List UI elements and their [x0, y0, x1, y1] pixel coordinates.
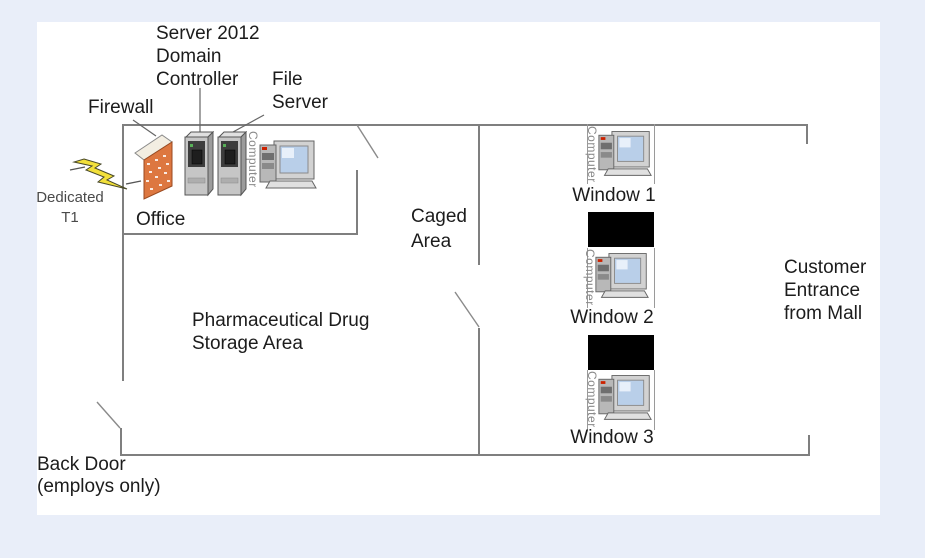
office-computer-icon	[259, 140, 317, 189]
window3-right-jamb	[654, 370, 655, 430]
dedicated-t1-line1: Dedicated	[36, 189, 104, 206]
customer-entrance-line1: Customer	[784, 257, 867, 278]
customer-entrance-line3: from Mall	[784, 303, 863, 324]
caged-area-wall-upper	[478, 124, 480, 265]
office-bottom-wall	[122, 233, 358, 235]
back-door-line2: (employs only)	[37, 476, 161, 497]
caged-area-label: Caged Area	[411, 204, 467, 254]
storage-area-line2: Storage Area	[192, 333, 303, 354]
window1-computer-icon	[598, 131, 652, 176]
customer-entrance-label: Customer Entrance from Mall	[784, 256, 866, 325]
wall-block-between-window1-window2	[588, 212, 654, 247]
office-right-wall	[356, 170, 358, 234]
window1-computer-caption: Computer	[585, 126, 599, 183]
dedicated-t1-line2: T1	[61, 209, 79, 226]
firewall-label: Firewall	[88, 97, 154, 118]
window3-computer-caption: Computer	[585, 371, 599, 428]
caged-area-wall-lower	[478, 328, 480, 454]
server-2012-domain-controller-label: Server 2012 Domain Controller	[156, 22, 260, 91]
dedicated-t1-label: Dedicated T1	[36, 188, 104, 228]
wall-block-between-window2-window3	[588, 335, 654, 370]
file-server-label: File Server	[272, 68, 328, 114]
window2-label: Window 2	[570, 307, 654, 328]
window2-left-jamb	[587, 248, 588, 308]
window3-computer-icon	[598, 375, 652, 420]
server-dc-line1: Server 2012	[156, 23, 260, 44]
domain-controller-server-icon	[184, 131, 214, 197]
window1-left-jamb	[587, 124, 588, 184]
window3-label: Window 3	[570, 427, 654, 448]
top-wall	[122, 124, 808, 126]
caged-area-line2: Area	[411, 231, 452, 252]
firewall-icon	[134, 134, 173, 200]
file-server-server-icon	[217, 131, 247, 197]
diagram-background	[37, 22, 880, 515]
bottom-wall	[120, 454, 810, 456]
right-wall-top-stub	[806, 124, 808, 144]
window2-right-jamb	[654, 248, 655, 308]
window2-computer-icon	[595, 253, 649, 298]
server-dc-line3: Controller	[156, 69, 239, 90]
window2-computer-caption: Computer	[583, 249, 597, 306]
office-computer-caption: Computer	[246, 131, 260, 188]
left-wall-lower	[120, 428, 122, 456]
back-door-line1: Back Door	[37, 454, 126, 475]
storage-area-label: Pharmaceutical Drug Storage Area	[192, 309, 369, 355]
file-server-line2: Server	[272, 92, 328, 113]
storage-area-line1: Pharmaceutical Drug	[192, 310, 370, 331]
back-door-label: Back Door (employs only)	[37, 454, 161, 498]
file-server-line1: File	[272, 69, 303, 90]
caged-area-line1: Caged	[411, 206, 467, 227]
left-wall-upper	[122, 124, 124, 381]
window1-label: Window 1	[572, 185, 656, 206]
right-wall-bottom-stub	[808, 435, 810, 454]
server-dc-line2: Domain	[156, 46, 222, 67]
window3-left-jamb	[587, 370, 588, 430]
office-room-label: Office	[136, 209, 186, 230]
customer-entrance-line2: Entrance	[784, 280, 861, 301]
window1-right-jamb	[654, 124, 655, 184]
